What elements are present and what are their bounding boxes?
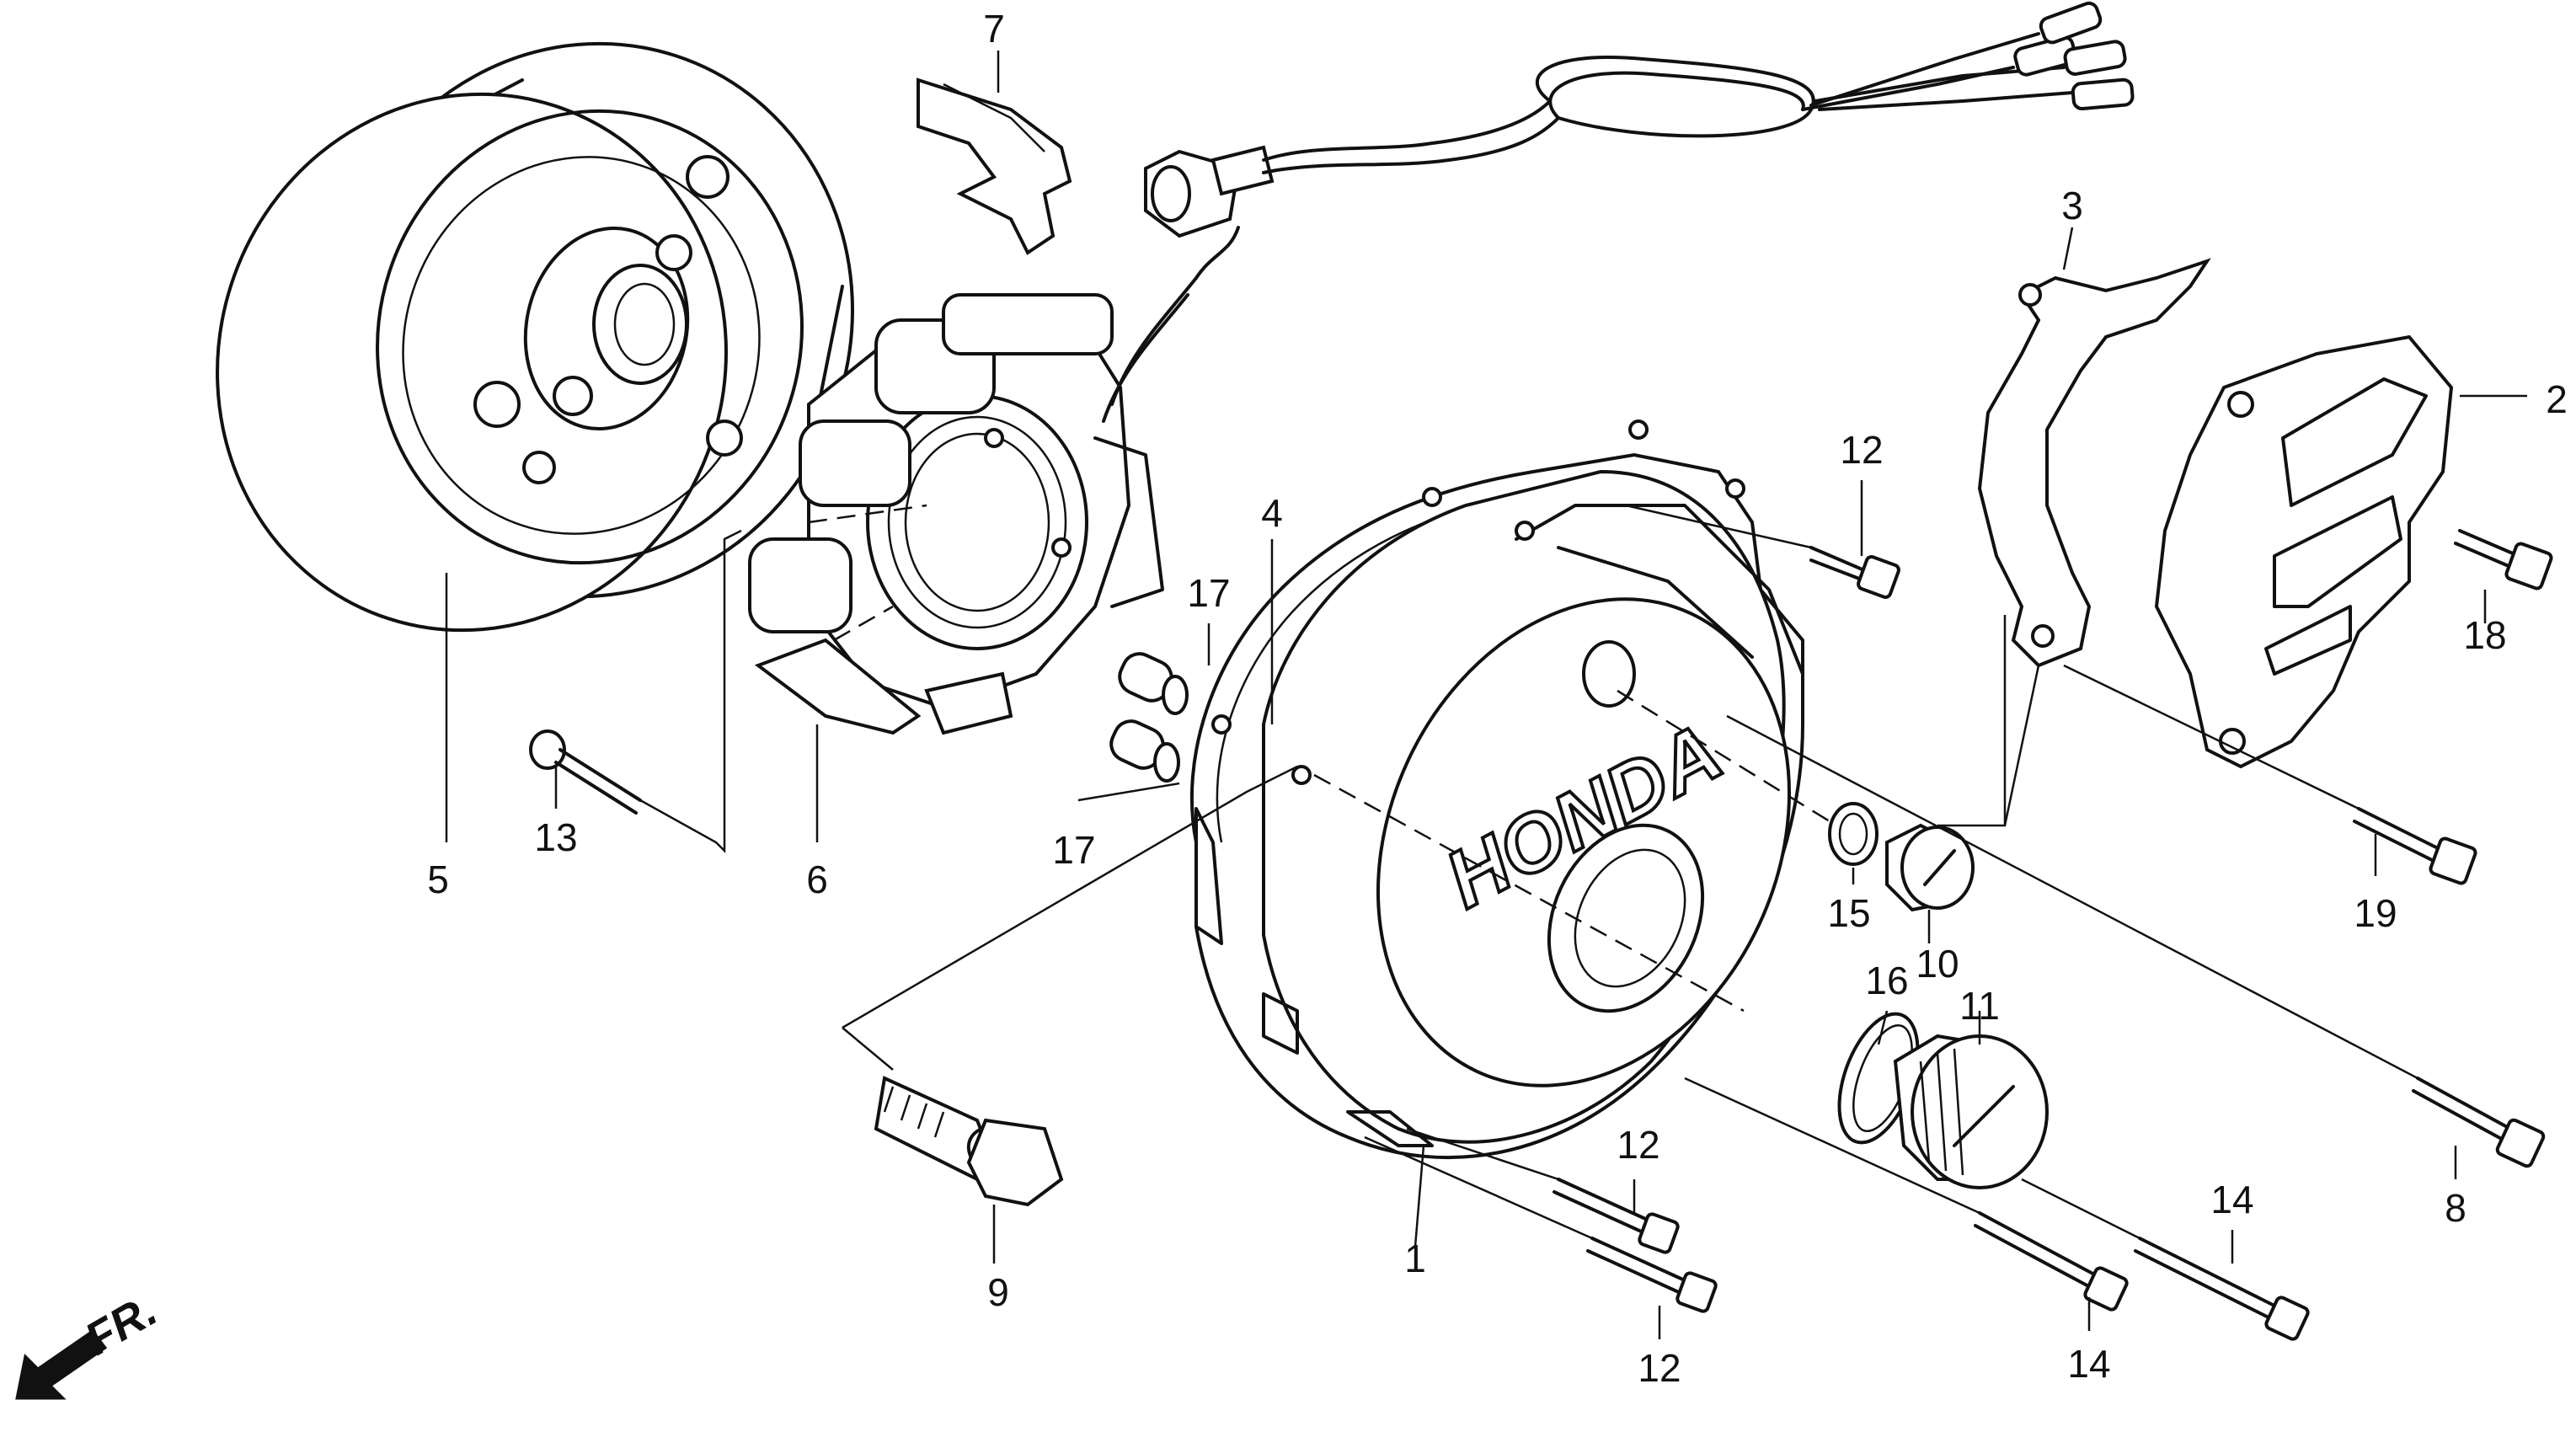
hole-cap-set	[1837, 1012, 2049, 1189]
bolt-12-mid	[1553, 1178, 1680, 1254]
callout-3: 3	[2061, 184, 2083, 227]
callout-6: 6	[806, 858, 828, 901]
bolt-8	[2412, 1077, 2546, 1168]
bolt-18	[2454, 529, 2553, 590]
stator	[748, 293, 1164, 735]
callout-11: 11	[1959, 984, 2000, 1028]
bolt-13	[529, 729, 642, 815]
dowel-pins	[1109, 652, 1189, 783]
wire-clamp	[917, 77, 1072, 255]
callout-7: 7	[983, 7, 1005, 51]
sprocket-cover	[2154, 334, 2454, 769]
callout-10: 10	[1916, 942, 1959, 986]
bolt-12-top	[1809, 546, 1900, 599]
callout-12-top: 12	[1840, 428, 1883, 472]
callout-labels: 1 2 3 4 5 6 7 8 9 10 11 12 12 12 13 14 1…	[427, 7, 2568, 1390]
bracket	[1977, 258, 2211, 668]
bolt-14-right	[2134, 1237, 2310, 1341]
bolt-9	[874, 1076, 1064, 1207]
callout-15: 15	[1827, 891, 1870, 935]
callout-14-right: 14	[2210, 1178, 2253, 1221]
callout-9: 9	[987, 1270, 1009, 1314]
callout-17-top: 17	[1187, 571, 1230, 615]
callout-14-mid: 14	[2067, 1342, 2110, 1386]
callout-16: 16	[1865, 959, 1908, 1002]
wire-harness	[1102, 1, 2135, 423]
left-crankcase-cover: HONDA	[1189, 419, 1804, 1159]
bolt-12-bottom	[1586, 1237, 1718, 1313]
callout-5: 5	[427, 858, 449, 901]
callout-4: 4	[1261, 491, 1283, 535]
callout-12-bottom: 12	[1638, 1346, 1681, 1390]
front-arrow-icon	[15, 1328, 108, 1400]
bolt-14-mid	[1974, 1211, 2129, 1312]
callout-19: 19	[2354, 891, 2397, 935]
callout-13: 13	[534, 815, 577, 859]
callout-1: 1	[1404, 1237, 1426, 1280]
front-direction-indicator: FR.	[15, 1285, 165, 1400]
leader-lines	[445, 51, 2527, 1339]
timing-plug-set	[1828, 802, 1975, 912]
callout-18: 18	[2463, 613, 2506, 657]
callout-12-mid: 12	[1617, 1123, 1659, 1167]
callout-8: 8	[2445, 1186, 2466, 1230]
bolt-19	[2353, 807, 2477, 885]
callout-2: 2	[2546, 377, 2568, 421]
callout-17-bottom: 17	[1052, 828, 1095, 872]
flywheel	[216, 41, 854, 633]
